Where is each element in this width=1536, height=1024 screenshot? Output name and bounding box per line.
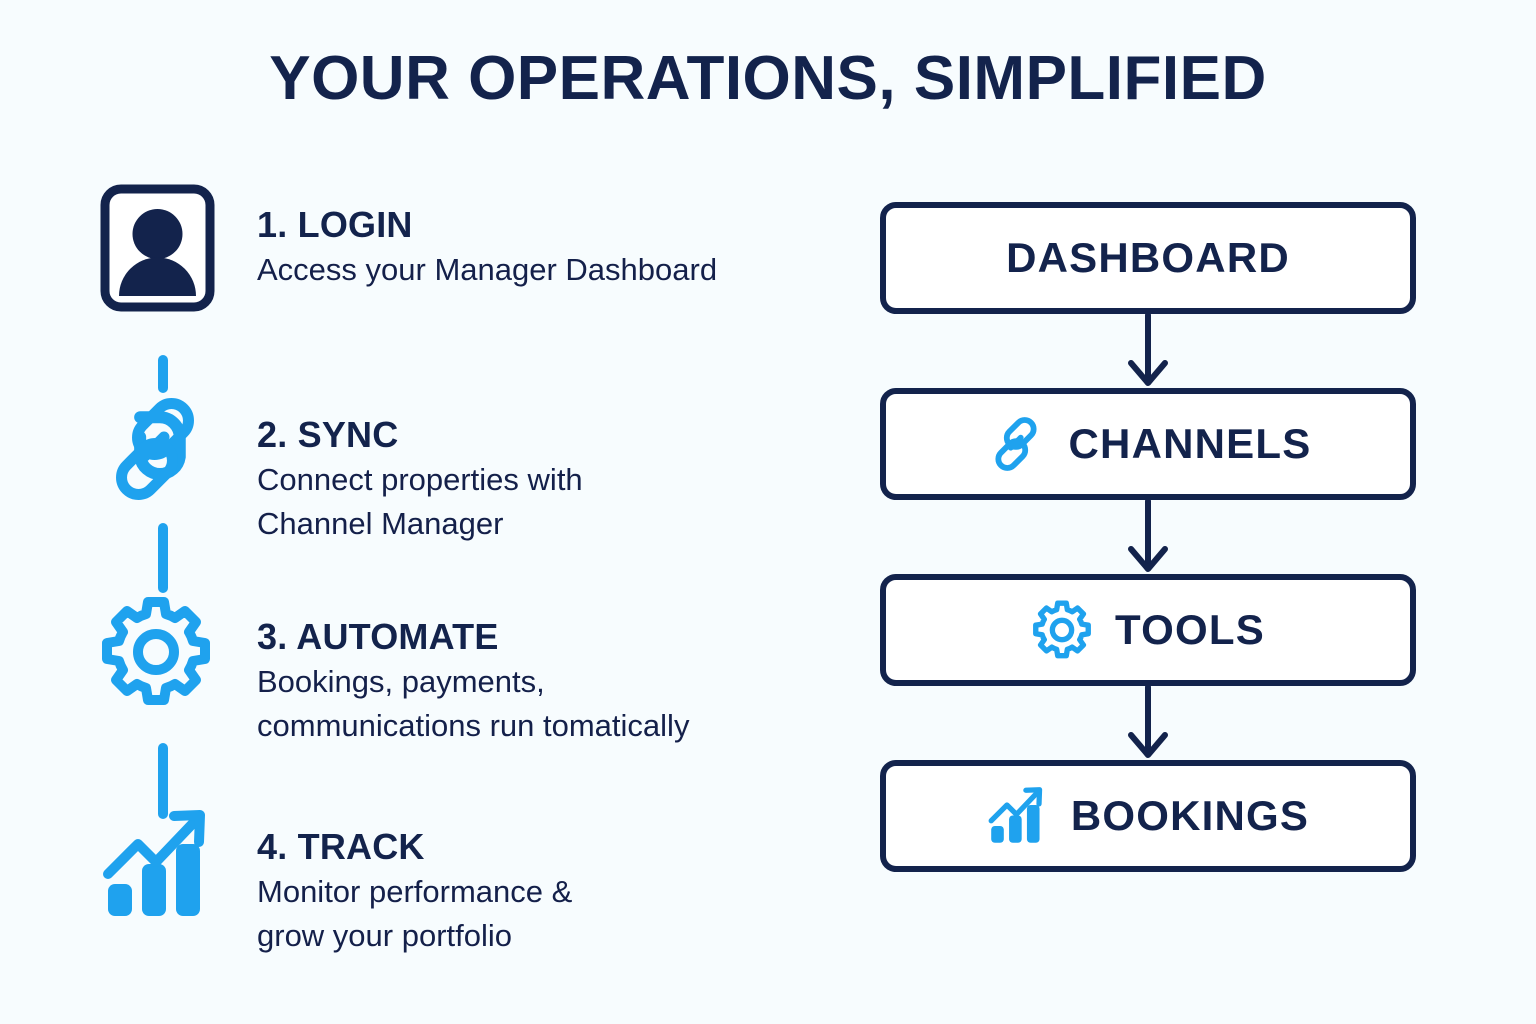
step-description-line: Monitor performance & <box>257 873 573 909</box>
step-description-line: Access your Manager Dashboard <box>257 251 718 287</box>
step-title: 4. TRACK <box>257 826 425 867</box>
step-text: 3. AUTOMATE Bookings, payments, communic… <box>225 592 689 748</box>
step-text: 4. TRACK Monitor performance & grow your… <box>225 802 572 958</box>
step-text: 2. SYNC Connect properties with Channel … <box>225 390 583 546</box>
user-card-icon <box>100 180 225 312</box>
flow-box-label: DASHBOARD <box>1006 234 1290 281</box>
gear-icon <box>100 592 225 722</box>
step-title: 2. SYNC <box>257 414 399 455</box>
arrow-down-icon <box>1118 684 1178 761</box>
step-connector-dash <box>158 355 168 393</box>
flow-box-tools[interactable]: TOOLS <box>880 574 1416 686</box>
chain-link-icon <box>100 390 225 520</box>
step-item-login: 1. LOGIN Access your Manager Dashboard <box>100 180 840 312</box>
step-item-track: 4. TRACK Monitor performance & grow your… <box>100 802 840 958</box>
step-description-line: Bookings, payments, <box>257 663 545 699</box>
flow-box-label: TOOLS <box>1115 606 1265 653</box>
flow-box-label: CHANNELS <box>1068 420 1312 467</box>
step-title: 3. AUTOMATE <box>257 616 499 657</box>
page-title: YOUR OPERATIONS, SIMPLIFIED <box>269 44 1267 113</box>
step-description-line: Connect properties with <box>257 461 583 497</box>
arrow-down-icon <box>1118 312 1178 389</box>
step-description-line: grow your portfolio <box>257 917 513 953</box>
gear-icon <box>1031 599 1093 661</box>
step-description-line: communications run tomatically <box>257 707 690 743</box>
flow-box-channels[interactable]: CHANNELS <box>880 388 1416 500</box>
growth-chart-icon <box>100 802 225 932</box>
step-description: Bookings, payments, communications run t… <box>257 660 689 748</box>
step-description: Monitor performance & grow your portfoli… <box>257 870 572 958</box>
flow-box-dashboard[interactable]: DASHBOARD <box>880 202 1416 314</box>
chain-link-icon <box>985 413 1047 475</box>
step-item-automate: 3. AUTOMATE Bookings, payments, communic… <box>100 592 840 748</box>
step-connector-dash <box>158 743 168 819</box>
arrow-down-icon <box>1118 498 1178 575</box>
step-text: 1. LOGIN Access your Manager Dashboard <box>225 180 717 292</box>
flow-box-label: BOOKINGS <box>1070 792 1310 839</box>
step-description: Connect properties with Channel Manager <box>257 458 583 546</box>
growth-chart-icon <box>987 785 1049 847</box>
step-item-sync: 2. SYNC Connect properties with Channel … <box>100 390 840 546</box>
step-connector-dash <box>158 523 168 593</box>
step-title: 1. LOGIN <box>257 204 413 245</box>
step-description-line: Channel Manager <box>257 505 504 541</box>
step-description: Access your Manager Dashboard <box>257 248 717 292</box>
flow-box-bookings[interactable]: BOOKINGS <box>880 760 1416 872</box>
